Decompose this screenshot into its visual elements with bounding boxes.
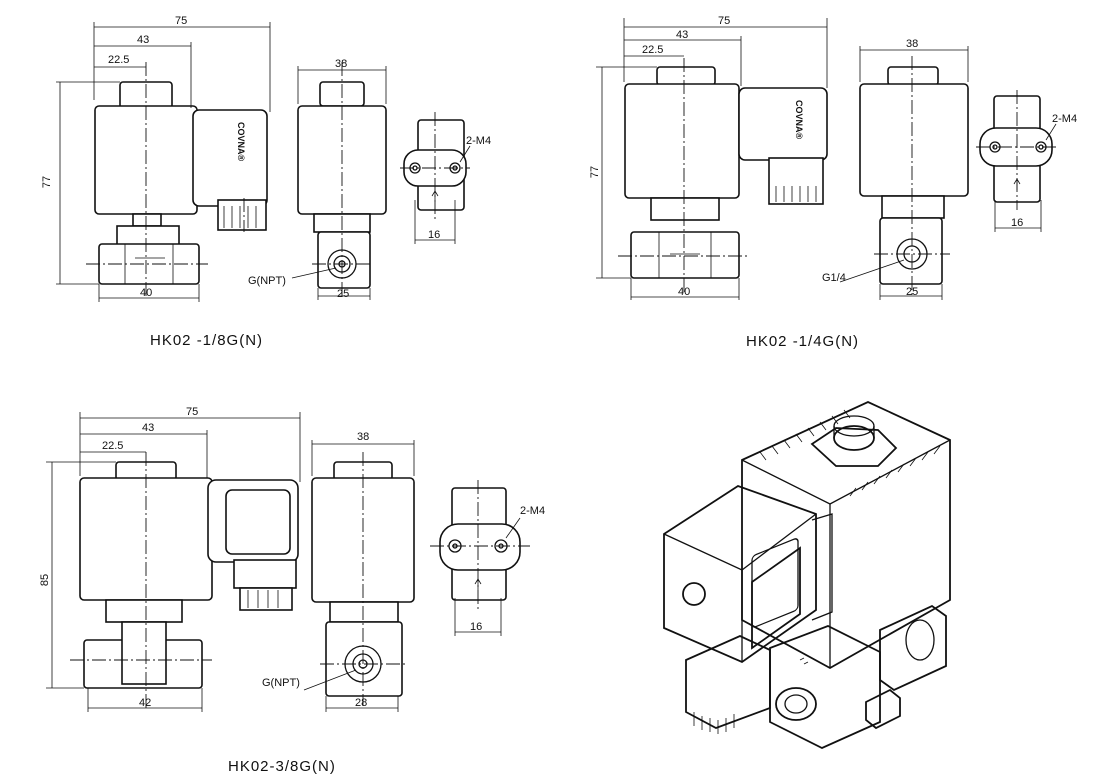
dim-height: 85 [39, 574, 51, 586]
dim-side-width: 38 [906, 38, 918, 50]
side-view: 38 28 G(NPT) [262, 431, 415, 712]
view-hk02-1-4: COVNA® 75 43 22.5 77 40 [589, 15, 1077, 350]
front-view: 75 43 22.5 85 42 [39, 406, 301, 712]
connector-box [663, 485, 833, 664]
brand-label: COVNA® [794, 100, 804, 140]
dim-coil-offset: 43 [137, 34, 149, 46]
mount-view: 2-M4 16 [400, 112, 491, 244]
side-view: 38 25 G(NPT) [248, 58, 387, 300]
dim-top-offset: 22.5 [642, 44, 663, 56]
dim-body-width: 40 [678, 286, 690, 298]
mount-view: 2-M4 16 [430, 480, 545, 636]
dim-height: 77 [589, 166, 601, 178]
front-view: COVNA® 75 43 22.5 77 40 [41, 15, 271, 302]
dim-top-offset: 22.5 [108, 54, 129, 66]
caption: HK02 -1/4G(N) [746, 333, 859, 350]
dim-body-width: 42 [139, 697, 151, 709]
dim-side-width: 38 [357, 431, 369, 443]
dim-top-offset: 22.5 [102, 440, 123, 452]
brand-label: COVNA® [236, 122, 246, 162]
dim-port-width: 28 [355, 697, 367, 709]
side-view: 38 25 G1/4 [822, 38, 969, 300]
dim-coil-offset: 43 [142, 422, 154, 434]
dim-body-width: 40 [140, 287, 152, 299]
valve-body [685, 604, 947, 749]
top-nut [810, 415, 898, 467]
view-hk02-1-8: COVNA® 75 43 22.5 77 40 [41, 15, 491, 349]
mount-view: 2-M4 16 [976, 90, 1077, 232]
mount-label: 2-M4 [520, 505, 545, 517]
mount-spacing: 16 [428, 229, 440, 241]
mount-spacing: 16 [1011, 217, 1023, 229]
view-hk02-3-8: 75 43 22.5 85 42 [39, 406, 545, 775]
mount-spacing: 16 [470, 621, 482, 633]
port-label: G(NPT) [248, 275, 286, 287]
dim-height: 77 [41, 176, 53, 188]
mount-label: 2-M4 [466, 135, 491, 147]
dim-overall: 75 [175, 15, 187, 27]
caption: HK02-3/8G(N) [228, 758, 336, 775]
front-view: COVNA® 75 43 22.5 77 40 [589, 15, 828, 300]
port-label: G(NPT) [262, 677, 300, 689]
dim-port-width: 25 [337, 288, 349, 300]
cooling-ribs [759, 409, 941, 497]
mount-label: 2-M4 [1052, 113, 1077, 125]
port-label: G1/4 [822, 272, 846, 284]
dim-side-width: 38 [335, 58, 347, 70]
dim-overall: 75 [718, 15, 730, 27]
dim-port-width: 25 [906, 286, 918, 298]
caption: HK02 -1/8G(N) [150, 332, 263, 349]
dim-overall: 75 [186, 406, 198, 418]
product-illustration [663, 401, 951, 749]
dim-coil-offset: 43 [676, 29, 688, 41]
